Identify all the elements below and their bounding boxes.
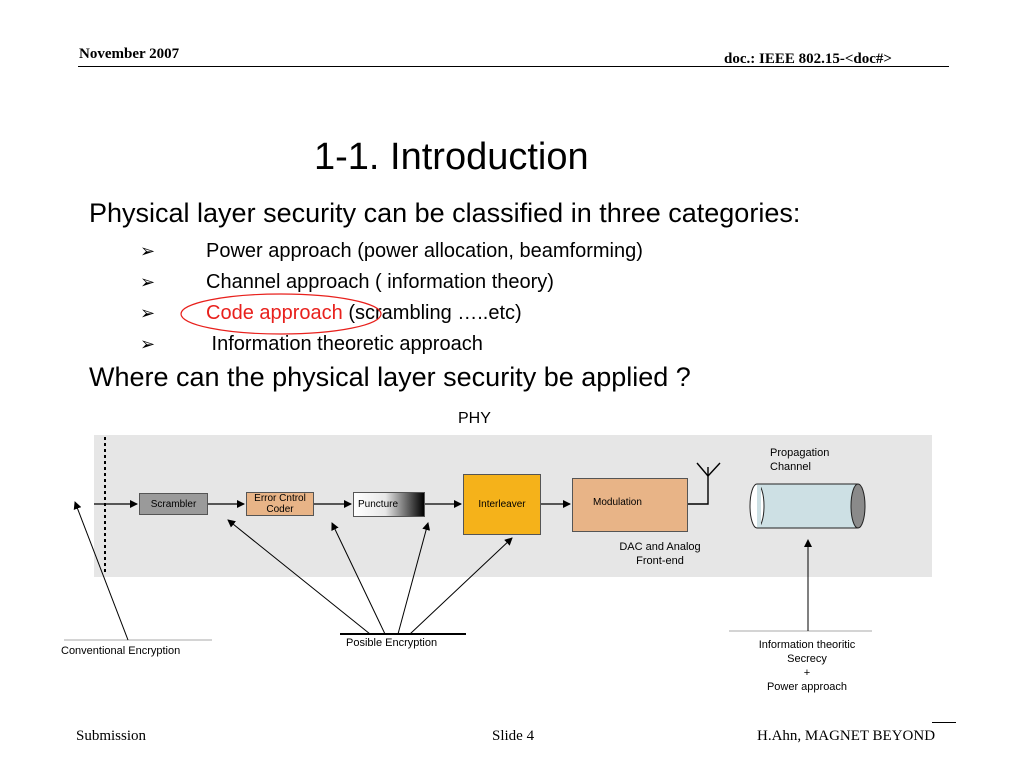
slide-title: 1-1. Introduction (314, 136, 589, 178)
header-date: November 2007 (79, 46, 180, 62)
lead-text: Physical layer security can be classifie… (89, 198, 801, 228)
highlight-ellipse (180, 293, 382, 335)
bullet-item: ➢ Information theoretic approach (140, 333, 483, 356)
propagation-channel-cylinder-icon (749, 483, 866, 529)
arrow-bullet-icon: ➢ (140, 272, 156, 292)
bullet-text: Channel approach ( information theory) (206, 271, 554, 293)
error-control-coder-block: Error Cntrol Coder (246, 492, 314, 516)
bullet-text: Power approach (power allocation, beamfo… (206, 240, 643, 262)
footer-rule (932, 722, 956, 723)
bullet-item: ➢ Code approach (scrambling …..etc) (140, 302, 522, 325)
bullet-text: (scrambling …..etc) (342, 302, 522, 324)
arrow-bullet-icon: ➢ (140, 334, 156, 354)
possible-encryption-label: Posible Encryption (346, 637, 438, 649)
code-approach-highlight: Code approach (206, 302, 343, 324)
dac-label: DAC and Analog Front-end (619, 541, 701, 567)
question-text: Where can the physical layer security be… (89, 362, 691, 392)
footer-slide-number: Slide 4 (492, 728, 535, 744)
modulation-block: Modulation (572, 478, 688, 532)
phy-label: PHY (458, 410, 491, 427)
bullet-item: ➢ Power approach (power allocation, beamf… (140, 240, 643, 263)
antenna-icon (688, 462, 721, 505)
propagation-channel-label: Propagation Channel (770, 447, 830, 473)
footer-author: H.Ahn, MAGNET BEYOND (757, 728, 936, 744)
bullet-item: ➢ Channel approach ( information theory) (140, 271, 554, 294)
scrambler-block: Scrambler (139, 493, 208, 515)
arrow-bullet-icon: ➢ (140, 241, 156, 261)
arrow-bullet-icon: ➢ (140, 303, 156, 323)
header-doc-id: doc.: IEEE 802.15-<doc#> (724, 51, 892, 67)
conventional-encryption-label: Conventional Encryption (61, 645, 181, 657)
bullet-text: Information theoretic approach (206, 333, 483, 355)
interleaver-block: Interleaver (463, 474, 541, 535)
puncture-block: Puncture (353, 492, 425, 517)
footer-submission: Submission (76, 728, 147, 744)
header-rule (78, 66, 949, 67)
